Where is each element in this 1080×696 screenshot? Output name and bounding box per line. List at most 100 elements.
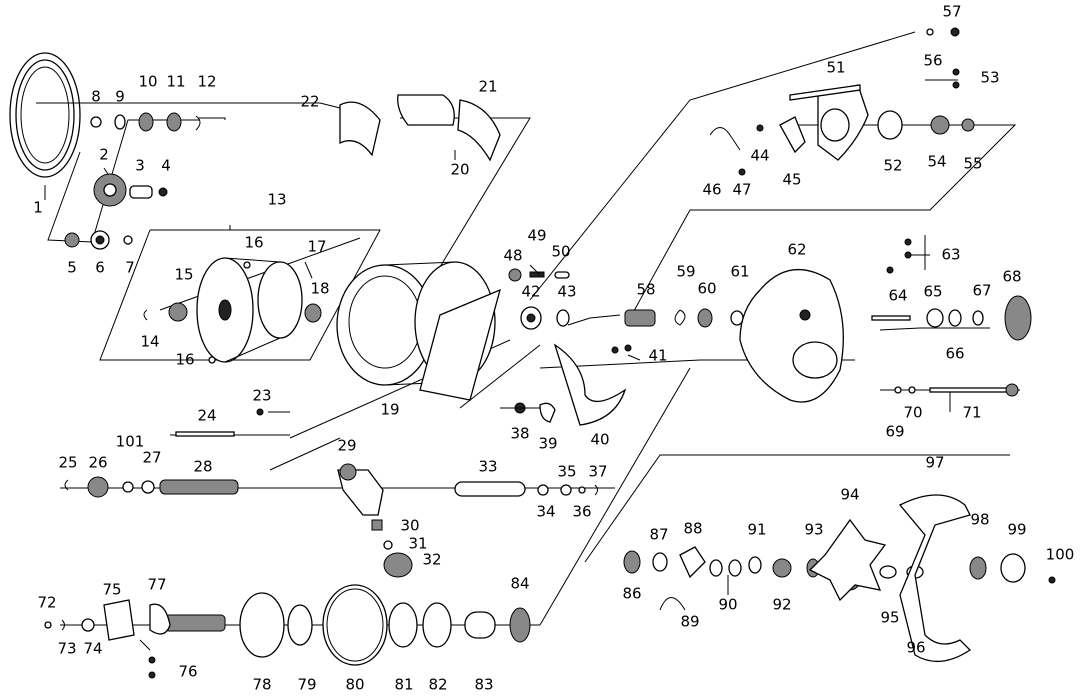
parts-25-28-worm-shaft [64,476,239,498]
label-59: 59 [676,263,695,281]
label-71: 71 [962,404,981,422]
label-66: 66 [945,345,964,363]
parts-42-50 [508,268,570,330]
part-3-bushing [129,185,153,199]
label-5: 5 [67,259,77,277]
label-76: 76 [178,663,197,681]
label-3: 3 [135,157,145,175]
label-53: 53 [980,69,999,87]
label-16b: 16 [175,351,194,369]
label-8: 8 [91,88,101,106]
label-74: 74 [83,640,102,658]
label-26: 26 [88,454,107,472]
label-14: 14 [140,333,159,351]
label-75: 75 [102,581,121,599]
parts-63-71 [871,238,1032,397]
parts-58-61 [624,308,744,328]
label-9: 9 [115,88,125,106]
label-77: 77 [147,576,166,594]
label-93: 93 [804,521,823,539]
label-72: 72 [37,594,56,612]
parts-44-57-levelwind-plate [709,27,975,176]
label-36: 36 [572,503,591,521]
part-2-gear [93,173,127,207]
label-24: 24 [197,407,216,425]
part-number-labels: 1 2 3 4 5 6 7 8 9 10 11 12 13 14 15 16 1… [33,3,1074,694]
label-21: 21 [478,78,497,96]
parts-72-77-pinion [44,599,226,679]
label-63: 63 [941,246,960,264]
part-1-side-cover [9,52,81,178]
part-13-spool [143,257,322,364]
label-32: 32 [422,551,441,569]
parts-78-84-drive-gear [239,584,531,666]
label-20: 20 [450,161,469,179]
label-4: 4 [161,157,171,175]
label-19: 19 [380,401,399,419]
label-16a: 16 [244,234,263,252]
label-61: 61 [730,263,749,281]
label-12: 12 [197,73,216,91]
label-83: 83 [474,676,493,694]
label-45: 45 [782,171,801,189]
label-34: 34 [536,503,555,521]
label-37: 37 [588,463,607,481]
label-60: 60 [697,280,716,298]
label-97: 97 [925,454,944,472]
label-39: 39 [538,435,557,453]
label-30: 30 [400,517,419,535]
label-48: 48 [503,247,522,265]
label-54: 54 [927,153,946,171]
parts-20-22-thumb-bar [339,94,501,162]
label-22: 22 [300,93,319,111]
label-35: 35 [557,463,576,481]
label-73: 73 [57,640,76,658]
label-82: 82 [428,676,447,694]
parts-5-7 [64,230,133,250]
label-95: 95 [880,609,899,627]
parts-38-41 [514,343,632,426]
label-52: 52 [883,157,902,175]
label-96: 96 [906,639,925,657]
leader-lines [36,79,958,651]
parts-23-24 [175,408,264,437]
label-23: 23 [252,387,271,405]
parts-86-96-star-drag [623,518,924,611]
label-101: 101 [116,433,145,451]
label-100: 100 [1046,546,1075,564]
label-6: 6 [95,259,105,277]
label-69: 69 [885,423,904,441]
part-62-side-plate [739,268,844,403]
label-86: 86 [622,585,641,603]
part-4-pin [158,187,168,197]
label-25: 25 [58,454,77,472]
label-64: 64 [888,287,907,305]
label-90: 90 [718,596,737,614]
label-7: 7 [125,259,135,277]
label-89: 89 [680,613,699,631]
label-57: 57 [942,3,961,21]
label-88: 88 [683,520,702,538]
label-2: 2 [99,146,109,164]
label-70: 70 [903,404,922,422]
parts-8-12-washers [90,112,201,132]
label-11: 11 [166,73,185,91]
label-84: 84 [510,575,529,593]
label-49: 49 [527,227,546,245]
label-91: 91 [747,521,766,539]
label-44: 44 [750,147,769,165]
label-46: 46 [702,181,721,199]
label-94: 94 [840,486,859,504]
label-65: 65 [923,283,942,301]
label-92: 92 [772,596,791,614]
label-18: 18 [310,280,329,298]
label-10: 10 [138,73,157,91]
label-68: 68 [1002,268,1021,286]
label-27: 27 [142,449,161,467]
label-62: 62 [787,241,806,259]
label-80: 80 [345,676,364,694]
label-42: 42 [521,283,540,301]
label-56: 56 [923,52,942,70]
